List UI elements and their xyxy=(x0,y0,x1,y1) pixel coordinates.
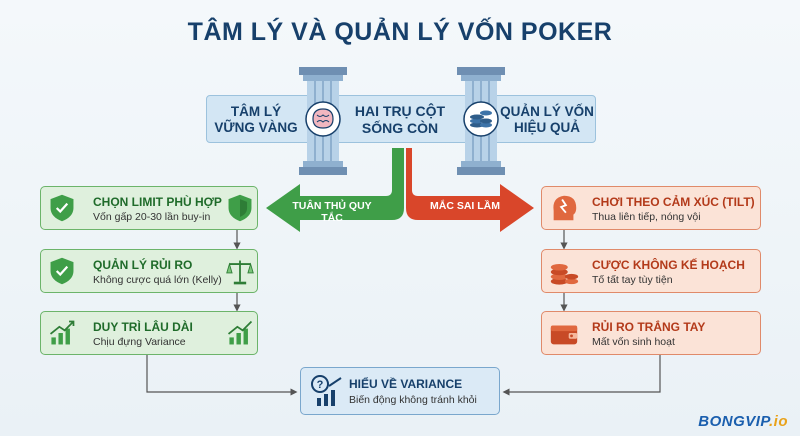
banner-center-text: HAI TRỤ CỘT SỐNG CÒN xyxy=(354,103,446,136)
scale-icon xyxy=(226,260,254,285)
chip-stack-icon xyxy=(550,263,579,285)
card-title: CHƠI THEO CẢM XÚC (TILT) xyxy=(592,195,755,209)
left-card-limit: CHỌN LIMIT PHÙ HỢP Vốn gấp 20-30 lần buy… xyxy=(40,186,258,230)
banner-right-text: QUẢN LÝ VỐN HIỆU QUẢ xyxy=(500,104,594,135)
card-subtitle: Vốn gấp 20-30 lần buy-in xyxy=(93,211,211,223)
follow-rules-arrow xyxy=(266,148,404,232)
card-title: RỦI RO TRẮNG TAY xyxy=(592,320,706,334)
right-card-no-plan: CƯỢC KHÔNG KẾ HOẠCH Tố tất tay tùy tiện xyxy=(541,249,761,293)
growth-chart-icon xyxy=(49,320,75,345)
card-subtitle: Không cược quá lớn (Kelly) xyxy=(93,274,222,286)
left-card-longterm: DUY TRÌ LÂU DÀI Chịu đựng Variance xyxy=(40,311,258,355)
right-card-tilt: CHƠI THEO CẢM XÚC (TILT) Thua liên tiếp,… xyxy=(541,186,761,230)
logo-suffix: .io xyxy=(769,413,788,430)
brand-logo: BONGVIP.io xyxy=(698,413,788,430)
mistake-label: MẮC SAI LẦM xyxy=(430,200,500,212)
card-subtitle: Biến động không tránh khỏi xyxy=(349,394,477,406)
shield-check-icon xyxy=(50,194,74,222)
pillar-brain-icon xyxy=(299,67,347,175)
left-card-risk: QUẢN LÝ RỦI RO Không cược quá lớn (Kelly… xyxy=(40,249,258,293)
card-subtitle: Chịu đựng Variance xyxy=(93,336,186,348)
shield-icon xyxy=(228,194,252,222)
svg-text:?: ? xyxy=(317,379,324,391)
card-subtitle: Mất vốn sinh hoạt xyxy=(592,336,675,348)
question-chart-icon: ? xyxy=(311,375,342,406)
card-title: QUẢN LÝ RỦI RO xyxy=(93,258,193,272)
card-title: CHỌN LIMIT PHÙ HỢP xyxy=(93,195,222,209)
variance-card: ? HIỂU VỀ VARIANCE Biến động không tránh… xyxy=(300,367,500,415)
card-subtitle: Tố tất tay tùy tiện xyxy=(592,274,673,286)
banner-left-text: TÂM LÝ VỮNG VÀNG xyxy=(214,104,298,135)
logo-main: BONGVIP xyxy=(698,413,769,430)
shield-check-icon xyxy=(50,257,74,285)
pillars-banner xyxy=(206,95,596,143)
card-subtitle: Thua liên tiếp, nóng vội xyxy=(592,211,701,223)
angry-head-icon xyxy=(553,195,577,221)
page-title: TÂM LÝ VÀ QUẢN LÝ VỐN POKER xyxy=(187,18,613,46)
follow-rules-label: TUÂN THỦ QUY TẮC xyxy=(292,200,372,224)
card-title: DUY TRÌ LÂU DÀI xyxy=(93,320,193,334)
card-title: CƯỢC KHÔNG KẾ HOẠCH xyxy=(592,258,745,272)
right-card-broke: RỦI RO TRẮNG TAY Mất vốn sinh hoạt xyxy=(541,311,761,355)
card-title: HIỂU VỀ VARIANCE xyxy=(349,377,463,391)
mistake-arrow xyxy=(406,148,534,232)
pillar-coins-icon xyxy=(457,67,505,175)
empty-wallet-icon xyxy=(550,325,578,345)
growth-chart-icon xyxy=(227,320,253,345)
